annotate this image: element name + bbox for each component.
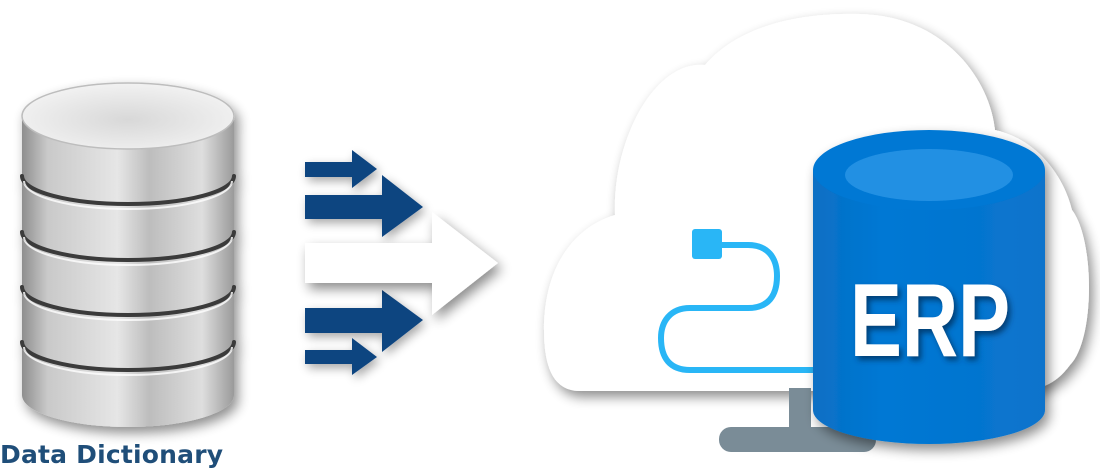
large-arrow-lower [305, 290, 423, 352]
erp-label: ERP [850, 263, 1010, 379]
small-arrow-bottom [305, 338, 377, 375]
erp-database-icon [813, 130, 1045, 444]
migration-arrows-icon [305, 150, 498, 375]
data-dictionary-label: Data Dictionary [0, 440, 224, 469]
connector-plug [692, 229, 722, 259]
database-disk-separators [20, 174, 236, 372]
erp-database-top [845, 149, 1013, 201]
large-arrow-upper [305, 175, 423, 237]
database-cylinder-icon [20, 82, 236, 427]
monitor-stand-icon [719, 388, 876, 452]
main-white-arrow [305, 212, 498, 315]
network-cable-icon [658, 229, 818, 373]
small-arrow-top [305, 150, 377, 188]
